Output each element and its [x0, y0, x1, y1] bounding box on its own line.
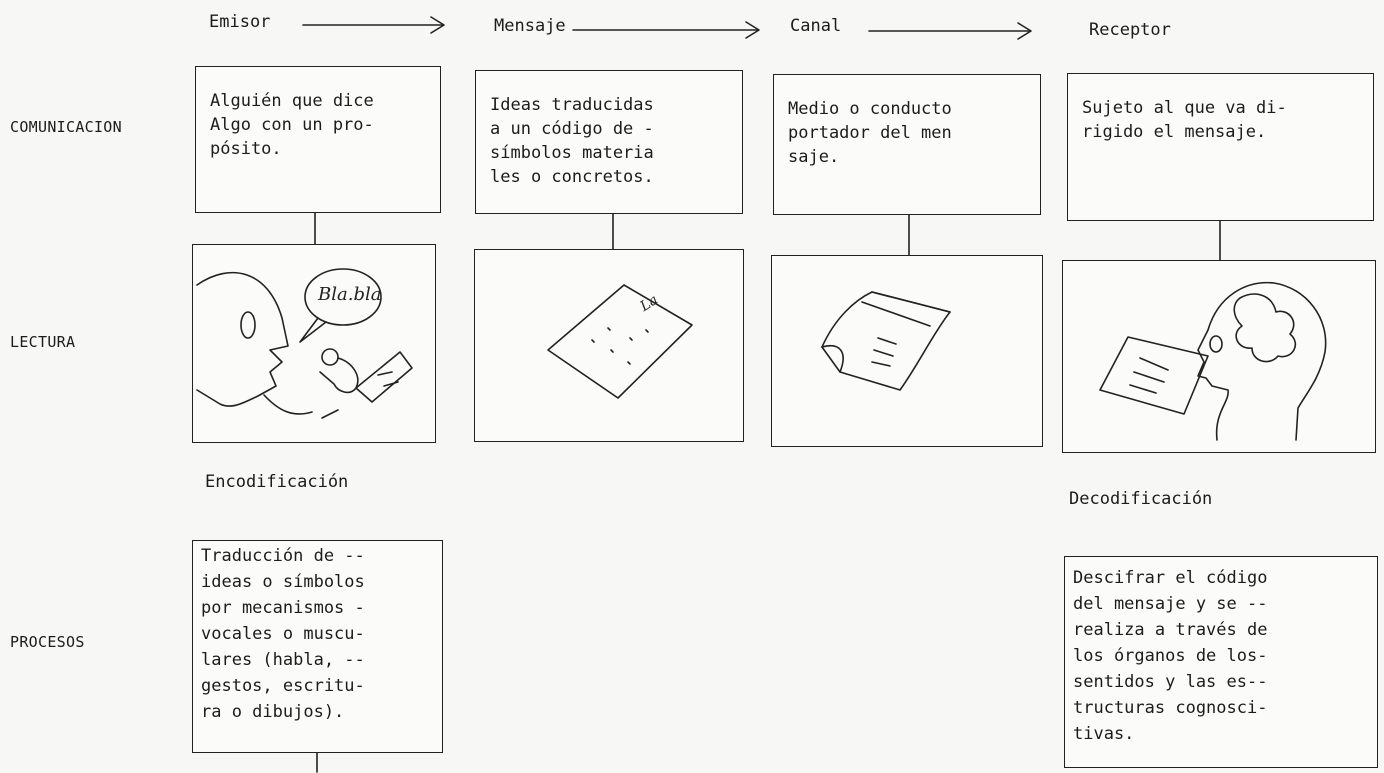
caption-encodificacion: Encodificación	[205, 472, 349, 492]
process-box-encodificacion: Traducción de -- ideas o símbolos por me…	[192, 540, 443, 753]
row-label-procesos: PROCESOS	[10, 633, 85, 651]
row-label-lectura: LECTURA	[10, 333, 76, 351]
box-emisor-text: Alguién que dice Algo con un pro- pósito…	[210, 91, 374, 159]
speech-bubble-text: Bla.bla	[317, 284, 381, 305]
row-label-comunicacion: COMUNICACION	[10, 118, 122, 136]
arrow-emisor-mensaje	[302, 16, 445, 34]
header-canal: Canal	[790, 16, 842, 36]
process-box-decodificacion-text: Descifrar el código del mensaje y se -- …	[1073, 568, 1268, 744]
picture-box-mensaje	[474, 249, 744, 442]
writing-hand-icon	[319, 348, 413, 419]
speech-bubble-icon	[299, 268, 382, 343]
box-receptor-text: Sujeto al que va di- rigido el mensaje.	[1082, 98, 1287, 142]
process-box-encodificacion-text: Traducción de -- ideas o símbolos por me…	[201, 546, 365, 722]
held-book-icon	[1099, 336, 1209, 415]
box-emisor: Alguién que dice Algo con un pro- pósito…	[195, 66, 441, 213]
box-canal-text: Medio o conducto portador del men saje.	[788, 99, 952, 167]
header-mensaje: Mensaje	[494, 16, 566, 36]
box-mensaje-text: Ideas traducidas a un código de - símbol…	[490, 95, 654, 187]
arrow-canal-receptor	[868, 22, 1032, 40]
document-icon	[547, 284, 693, 399]
header-emisor: Emisor	[209, 12, 271, 32]
caption-decodificacion: Decodificación	[1069, 489, 1213, 509]
reading-head-icon	[1197, 281, 1327, 441]
picture-box-canal	[771, 255, 1043, 447]
box-canal: Medio o conducto portador del men saje.	[773, 74, 1041, 215]
box-receptor: Sujeto al que va di- rigido el mensaje.	[1067, 73, 1374, 221]
box-mensaje: Ideas traducidas a un código de - símbol…	[475, 70, 743, 214]
header-receptor: Receptor	[1089, 20, 1171, 40]
arrow-mensaje-canal	[572, 21, 760, 39]
speaking-person-icon	[196, 271, 313, 415]
book-icon	[821, 291, 951, 391]
picture-box-emisor	[192, 244, 436, 443]
process-box-decodificacion: Descifrar el código del mensaje y se -- …	[1064, 556, 1378, 768]
